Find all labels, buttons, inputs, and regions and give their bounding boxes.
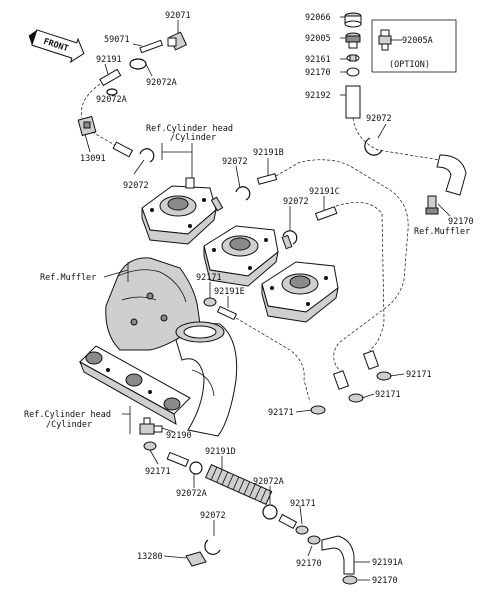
label-59071: 59071 <box>104 35 130 45</box>
fitting-92005-icon <box>345 32 361 49</box>
clamp-92170-top-icon <box>346 67 360 77</box>
ref-cyl-head-top-1: Ref.Cylinder head <box>146 124 233 134</box>
hose-92191B-icon <box>256 173 278 185</box>
label-92066: 92066 <box>305 13 331 23</box>
clamp-92072A-bot-icon <box>189 461 203 475</box>
ref-cyl-head-top-2: /Cylinder <box>170 133 216 143</box>
ref-cyl-head-bottom-2: /Cylinder <box>46 420 92 430</box>
label-92171-lb: 92171 <box>145 467 171 477</box>
clamp-92171-mid-icon <box>203 297 217 307</box>
clamp-92072A-top-icon <box>129 58 147 70</box>
label-92170-top: 92170 <box>305 68 331 78</box>
clamp-92072A-left-icon <box>106 88 118 96</box>
hose-small-bottom-icon <box>278 513 298 529</box>
clamp-92171-r2-icon <box>348 393 364 403</box>
label-92072-bot: 92072 <box>200 511 226 521</box>
option-label: (OPTION) <box>389 60 430 70</box>
clamp-92072-right-icon <box>364 137 383 156</box>
cylinder-head-1-icon <box>141 177 217 245</box>
hose-92191A-icon <box>321 535 355 575</box>
clamp-92170-b-icon <box>307 535 321 545</box>
label-92072A-top: 92072A <box>146 78 177 88</box>
label-92072-right: 92072 <box>366 114 392 124</box>
label-92191B: 92191B <box>253 148 284 158</box>
clamp-92072A-bot2-icon <box>262 504 278 520</box>
hose-short-bottom-icon <box>166 451 190 468</box>
label-92191C: 92191C <box>309 187 340 197</box>
hose-92191-icon <box>99 68 122 87</box>
hose-short-left-icon <box>112 141 134 158</box>
clamp-92072-bot-icon <box>204 539 221 555</box>
label-92170-bb: 92170 <box>372 576 398 586</box>
hose-92191E-icon <box>216 305 238 321</box>
cylinder-head-3-icon <box>261 234 339 323</box>
label-92072-mid2: 92072 <box>283 197 309 207</box>
bolt-59071-icon <box>139 39 164 54</box>
option-box <box>371 19 457 73</box>
label-92171-r2: 92171 <box>375 390 401 400</box>
label-92072A-left: 92072A <box>96 95 127 105</box>
label-92005A: 92005A <box>402 36 433 46</box>
fitting-92071-icon <box>167 31 188 51</box>
clamp-92072-mid-icon <box>235 186 251 201</box>
fitting-92005A-icon <box>378 29 392 51</box>
hose-right-b-icon <box>332 370 350 390</box>
label-92191-top: 92191 <box>96 55 122 65</box>
label-13280: 13280 <box>137 552 163 562</box>
hose-right-a-icon <box>362 350 380 370</box>
label-92171-r1: 92171 <box>406 370 432 380</box>
clamp-92171-r1-icon <box>376 371 392 381</box>
label-92071: 92071 <box>165 11 191 21</box>
clamp-92171-bl-icon <box>310 405 326 415</box>
label-92191A: 92191A <box>372 558 403 568</box>
label-92192: 92192 <box>305 91 331 101</box>
label-92072-mid: 92072 <box>222 157 248 167</box>
hose-92191C-icon <box>314 206 338 221</box>
label-92190: 92190 <box>166 431 192 441</box>
hose-92192-icon <box>345 85 361 119</box>
hose-bend-right-icon <box>436 154 467 196</box>
label-92171-bl: 92171 <box>268 408 294 418</box>
label-92191D: 92191D <box>205 447 236 457</box>
label-92072A-bot: 92072A <box>176 489 207 499</box>
label-92072A-bot2: 92072A <box>253 477 284 487</box>
label-92171-mid: 92171 <box>196 273 222 283</box>
label-92161: 92161 <box>305 55 331 65</box>
ref-muffler-left: Ref.Muffler <box>40 273 96 283</box>
label-13091: 13091 <box>80 154 106 164</box>
pad-13280-icon <box>185 551 207 567</box>
label-92170-right: 92170 <box>448 217 474 227</box>
clamp-92072-mid2-icon <box>282 230 298 245</box>
clamp-92072-left-icon <box>139 148 155 163</box>
cap-92066-icon <box>344 12 362 28</box>
ref-muffler-right: Ref.Muffler <box>414 227 470 237</box>
fitting-92170-right-icon <box>425 195 439 215</box>
label-92005: 92005 <box>305 34 331 44</box>
ref-cyl-head-bottom-1: Ref.Cylinder head <box>24 410 111 420</box>
label-92170-b: 92170 <box>296 559 322 569</box>
fitting-92190-icon <box>139 417 163 435</box>
fitting-92161-icon <box>346 54 360 62</box>
clamp-92171-lb-icon <box>143 441 157 451</box>
clamp-92170-bb-icon <box>342 575 358 585</box>
hose-92191D-icon <box>205 464 273 505</box>
label-92072-left: 92072 <box>123 181 149 191</box>
label-92191E: 92191E <box>214 287 245 297</box>
connector-13091-icon <box>77 115 97 137</box>
front-arrow-icon: FRONT <box>28 29 85 64</box>
exhaust-pipe-icon <box>175 321 238 437</box>
exhaust-manifold-icon <box>79 345 191 425</box>
label-92171-b: 92171 <box>290 499 316 509</box>
cylinder-head-2-icon <box>203 196 279 287</box>
muffler-icon <box>105 257 201 351</box>
clamp-92171-b-icon <box>295 525 309 535</box>
